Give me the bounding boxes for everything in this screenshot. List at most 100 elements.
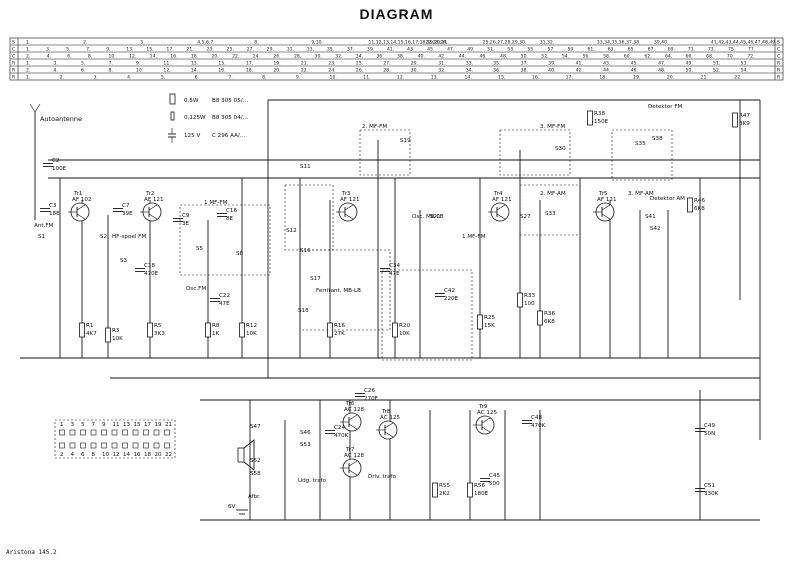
component-ref: C7	[122, 203, 130, 209]
grid-row-letter: S	[777, 40, 780, 46]
grid-cell: 63.	[608, 47, 615, 53]
legend-part-number: B8 305 05/...	[212, 98, 248, 104]
switch-label: S17	[310, 276, 321, 282]
component-value: 39E	[122, 211, 133, 217]
legend-wattage: 125 V	[184, 133, 200, 139]
grid-cell: 73.	[708, 47, 715, 53]
grid-cell: 8.	[108, 68, 112, 74]
transistor-type: AF 121	[144, 197, 164, 203]
component-value: 8E	[226, 216, 234, 222]
grid-cell: 50.	[686, 68, 693, 74]
component-ref: R47	[739, 113, 750, 119]
component-value: 100E	[52, 166, 67, 172]
grid-cell: 49.	[467, 47, 474, 53]
grid-cell: 16.	[532, 75, 539, 81]
grid-cell: 24.	[253, 54, 260, 60]
grid-cell: 54.	[741, 68, 748, 74]
grid-cell: 13.	[431, 75, 438, 81]
output-transformer-label: Udg. trafo	[298, 478, 327, 484]
grid-cell: 25,26,27,28,29,30.	[483, 40, 527, 46]
grid-cell: 31.	[438, 61, 445, 67]
component	[217, 213, 227, 217]
component-ref: C34	[389, 263, 400, 269]
component-ref: C2	[52, 158, 59, 164]
grid-cell: 11.	[363, 75, 370, 81]
grid-cell: 6.	[81, 68, 85, 74]
grid-cell: 10.	[330, 75, 337, 81]
component-ref: R12	[246, 323, 257, 329]
component	[79, 322, 85, 338]
connector-pin-number: 1	[60, 422, 64, 428]
grid-cell: 13.	[191, 61, 198, 67]
detector-fm-label: Detektor FM	[648, 104, 683, 110]
grid-cell: 14.	[464, 75, 471, 81]
battery-symbol	[236, 509, 248, 515]
connector-pin-number: 8	[92, 452, 96, 458]
component-ref: R5	[154, 323, 162, 329]
grid-cell: 3.	[93, 75, 97, 81]
component-ref: R16	[334, 323, 345, 329]
connector-pin-number: 2	[60, 452, 64, 458]
grid-cell: 34.	[356, 54, 363, 60]
grid-cell: 7.	[86, 47, 90, 53]
legend-part-number: C 296 AA/...	[212, 133, 245, 139]
grid-cell: 1.	[26, 61, 30, 67]
grid-cell: 8.	[88, 54, 92, 60]
grid-cell: 54.	[562, 54, 569, 60]
grid-cell: 49.	[686, 61, 693, 67]
switch-label: S27	[520, 214, 531, 220]
component-ref: C18	[144, 263, 155, 269]
grid-cell: 25.	[356, 61, 363, 67]
connector-pin-number: 15	[134, 422, 142, 428]
component-ref: R36	[544, 311, 555, 317]
grid-cell: 46.	[479, 54, 486, 60]
switch-label: S30	[555, 146, 566, 152]
grid-cell: 16.	[170, 54, 177, 60]
grid-row-letter: R	[12, 68, 16, 74]
grid-cell: 45.	[631, 61, 638, 67]
connector-pin-number: 14	[123, 452, 131, 458]
component	[732, 112, 738, 128]
component-value: 150E	[594, 119, 609, 125]
grid-cell: 4.	[53, 68, 57, 74]
transistor-symbol	[340, 458, 362, 478]
transistor-type: AF 121	[340, 197, 360, 203]
switch-label: S12	[286, 228, 297, 234]
grid-cell: 68.	[706, 54, 713, 60]
supply-voltage-label: 6V	[228, 504, 236, 510]
grid-cell: 12.	[163, 68, 170, 74]
component-value: 6K8	[544, 319, 555, 325]
grid-cell: 19.	[633, 75, 640, 81]
component-ref: C49	[704, 423, 715, 429]
component-value: 10K	[112, 336, 123, 342]
switch-label: S16	[300, 248, 311, 254]
grid-cell: 2.	[26, 54, 30, 60]
switch-label: S33	[545, 211, 556, 217]
grid-cell: 5.	[81, 61, 85, 67]
switch-label: S1	[38, 234, 46, 240]
grid-cell: 48.	[500, 54, 507, 60]
connector-pin-number: 12	[113, 452, 120, 458]
grid-cell: 28.	[383, 68, 390, 74]
grid-cell: 18.	[599, 75, 606, 81]
grid-cell: 38.	[521, 68, 528, 74]
grid-cell: 18.	[191, 54, 198, 60]
grid-cell: 22,23,24.	[426, 40, 448, 46]
grid-cell: 11,12,13,14,15,16,17,18,19,20,21.	[368, 40, 448, 46]
grid-cell: 61.	[588, 47, 595, 53]
grid-cell: 52.	[713, 68, 720, 74]
grid-cell: 12.	[397, 75, 404, 81]
grid-cell: 16.	[218, 68, 225, 74]
grid-cell: 10.	[136, 68, 143, 74]
mf-am-3-label: 3. MF-AM	[628, 191, 654, 197]
switch-label: S8	[236, 251, 244, 257]
grid-cell: 40.	[418, 54, 425, 60]
component-ref: C45	[489, 473, 500, 479]
component-value: 47E	[389, 271, 400, 277]
transistor-symbol	[340, 412, 362, 432]
grid-cell: 21.	[301, 61, 308, 67]
grid-cell: 43.	[407, 47, 414, 53]
switch-label: S41	[645, 214, 656, 220]
component	[695, 488, 705, 492]
grid-cell: 26.	[273, 54, 280, 60]
